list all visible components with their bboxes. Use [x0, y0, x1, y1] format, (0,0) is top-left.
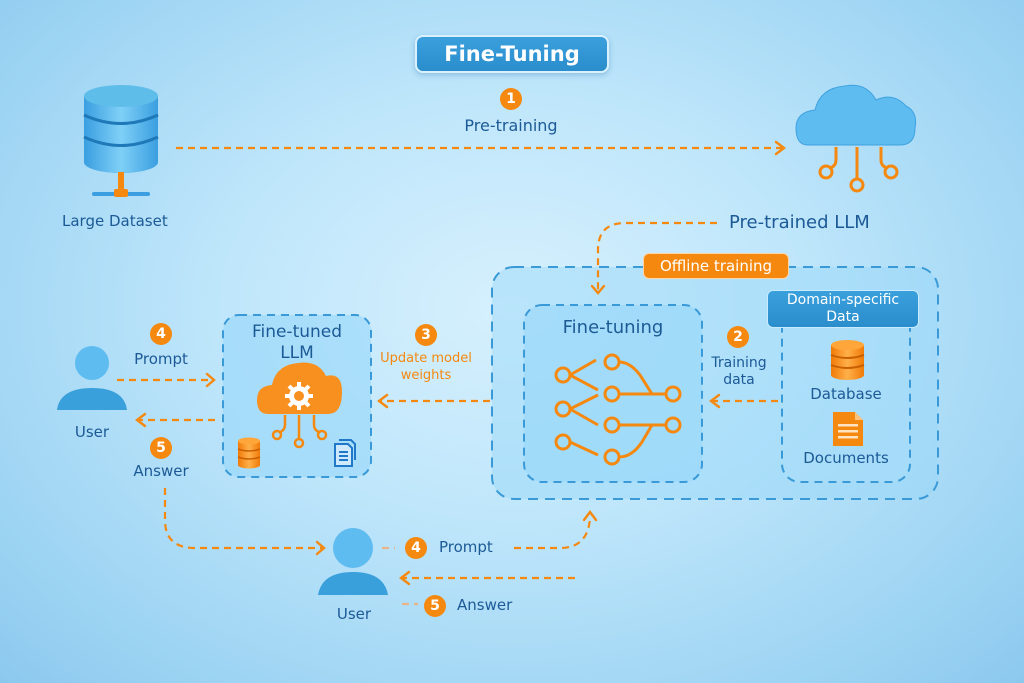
fine-tuned-llm-label-line2: LLM	[280, 343, 314, 363]
cloud-gear-icon	[237, 362, 356, 469]
page-title: Fine-Tuning	[415, 35, 609, 73]
arrow-prompt-bottom	[514, 517, 592, 550]
user-icon	[57, 346, 127, 410]
step-1-label: Pre-training	[464, 116, 558, 135]
fine-tuning-label: Fine-tuning	[562, 317, 664, 338]
step-5-top-badge: 5	[150, 437, 172, 459]
step-2-label: Training data	[704, 355, 774, 389]
fine-tuned-llm-label-line1: Fine-tuned	[251, 322, 343, 342]
step-2-label-line1: Training	[711, 355, 767, 371]
step-5-bottom-label: Answer	[457, 596, 513, 614]
document-icon	[833, 412, 863, 446]
domain-data-label-line2: Data	[826, 309, 860, 325]
cloud-circuit-icon	[795, 84, 917, 193]
user-top-label: User	[74, 423, 110, 441]
step-3-label-line1: Update model	[380, 351, 472, 366]
step-5-top-label: Answer	[133, 462, 189, 480]
user-icon	[318, 528, 388, 595]
step-2-badge: 2	[727, 326, 749, 348]
step-4-bottom-label: Prompt	[439, 538, 493, 556]
arrow-pretrained-to-finetuning	[596, 221, 717, 292]
step-3-label-line2: weights	[400, 368, 452, 383]
step-1-badge: 1	[500, 88, 522, 110]
arrow-answer-to-bottom-user	[163, 488, 322, 550]
step-4-top-label: Prompt	[134, 350, 188, 368]
database-icon	[830, 340, 865, 380]
step-5-bottom-badge: 5	[424, 595, 446, 617]
step-2-label-line2: data	[723, 372, 755, 388]
step-4-bottom-badge: 4	[405, 537, 427, 559]
step-3-label: Update model weights	[376, 350, 476, 384]
documents-label: Documents	[803, 449, 889, 467]
database-server-icon	[83, 85, 159, 197]
document-icon	[334, 439, 356, 467]
domain-data-label-line1: Domain-specific	[786, 292, 900, 308]
step-3-badge: 3	[415, 324, 437, 346]
database-label: Database	[810, 385, 882, 403]
neural-network-icon	[554, 353, 682, 466]
database-icon	[237, 437, 261, 469]
step-4-top-badge: 4	[150, 323, 172, 345]
fine-tuned-llm-label: Fine-tuned LLM	[223, 322, 371, 364]
large-dataset-label: Large Dataset	[62, 212, 168, 230]
pretrained-llm-label: Pre-trained LLM	[729, 212, 870, 233]
user-bottom-label: User	[336, 605, 372, 623]
offline-training-badge: Offline training	[643, 253, 789, 279]
domain-data-badge: Domain-specific Data	[767, 290, 919, 328]
